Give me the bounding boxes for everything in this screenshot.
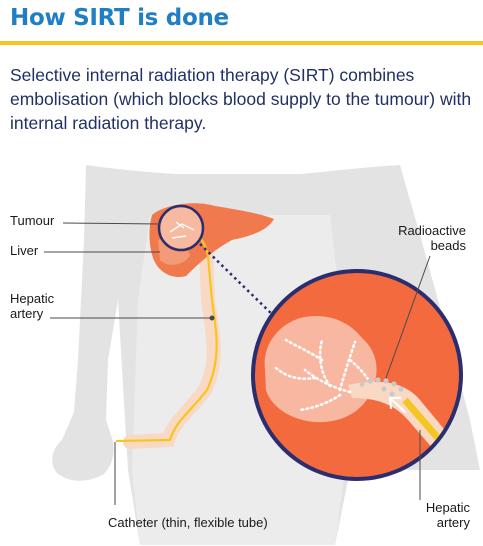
catheter-line (115, 229, 218, 443)
zoom-catheter (402, 397, 459, 477)
hepatic-dot (209, 315, 215, 321)
label-radioactive-beads: Radioactive beads (376, 223, 466, 253)
zoom-tumour (264, 316, 377, 423)
label-hepatic-artery-line1: Hepatic (10, 291, 55, 306)
tumour-vessels (169, 221, 195, 239)
zoom-connector (199, 243, 279, 321)
title-underline (0, 41, 483, 45)
zoom-vessel-branches (274, 338, 372, 412)
leader-beads (385, 255, 431, 379)
page-title: How SIRT is done (10, 5, 229, 31)
label-tumour: Tumour (10, 213, 55, 228)
label-radioactive-beads-line2: beads (430, 238, 466, 253)
label-catheter: Catheter (thin, flexible tube) (108, 515, 268, 530)
tumour-marker (157, 204, 205, 252)
label-zoom-hepatic-line2: artery (436, 515, 470, 530)
label-zoom-hepatic-line1: Hepatic (425, 500, 470, 515)
label-liver: Liver (10, 243, 39, 258)
leader-tumour (62, 222, 161, 225)
label-radioactive-beads-line1: Radioactive (398, 223, 466, 238)
flow-arrow-icon (388, 396, 407, 414)
intro-paragraph: Selective internal radiation therapy (SI… (10, 65, 472, 133)
zoom-detail (251, 269, 463, 481)
zoom-beads (359, 377, 404, 397)
label-hepatic-artery: Hepatic artery (10, 291, 54, 321)
label-hepatic-artery-line2: artery (10, 306, 44, 321)
label-zoom-hepatic-artery: Hepatic artery (400, 500, 470, 530)
